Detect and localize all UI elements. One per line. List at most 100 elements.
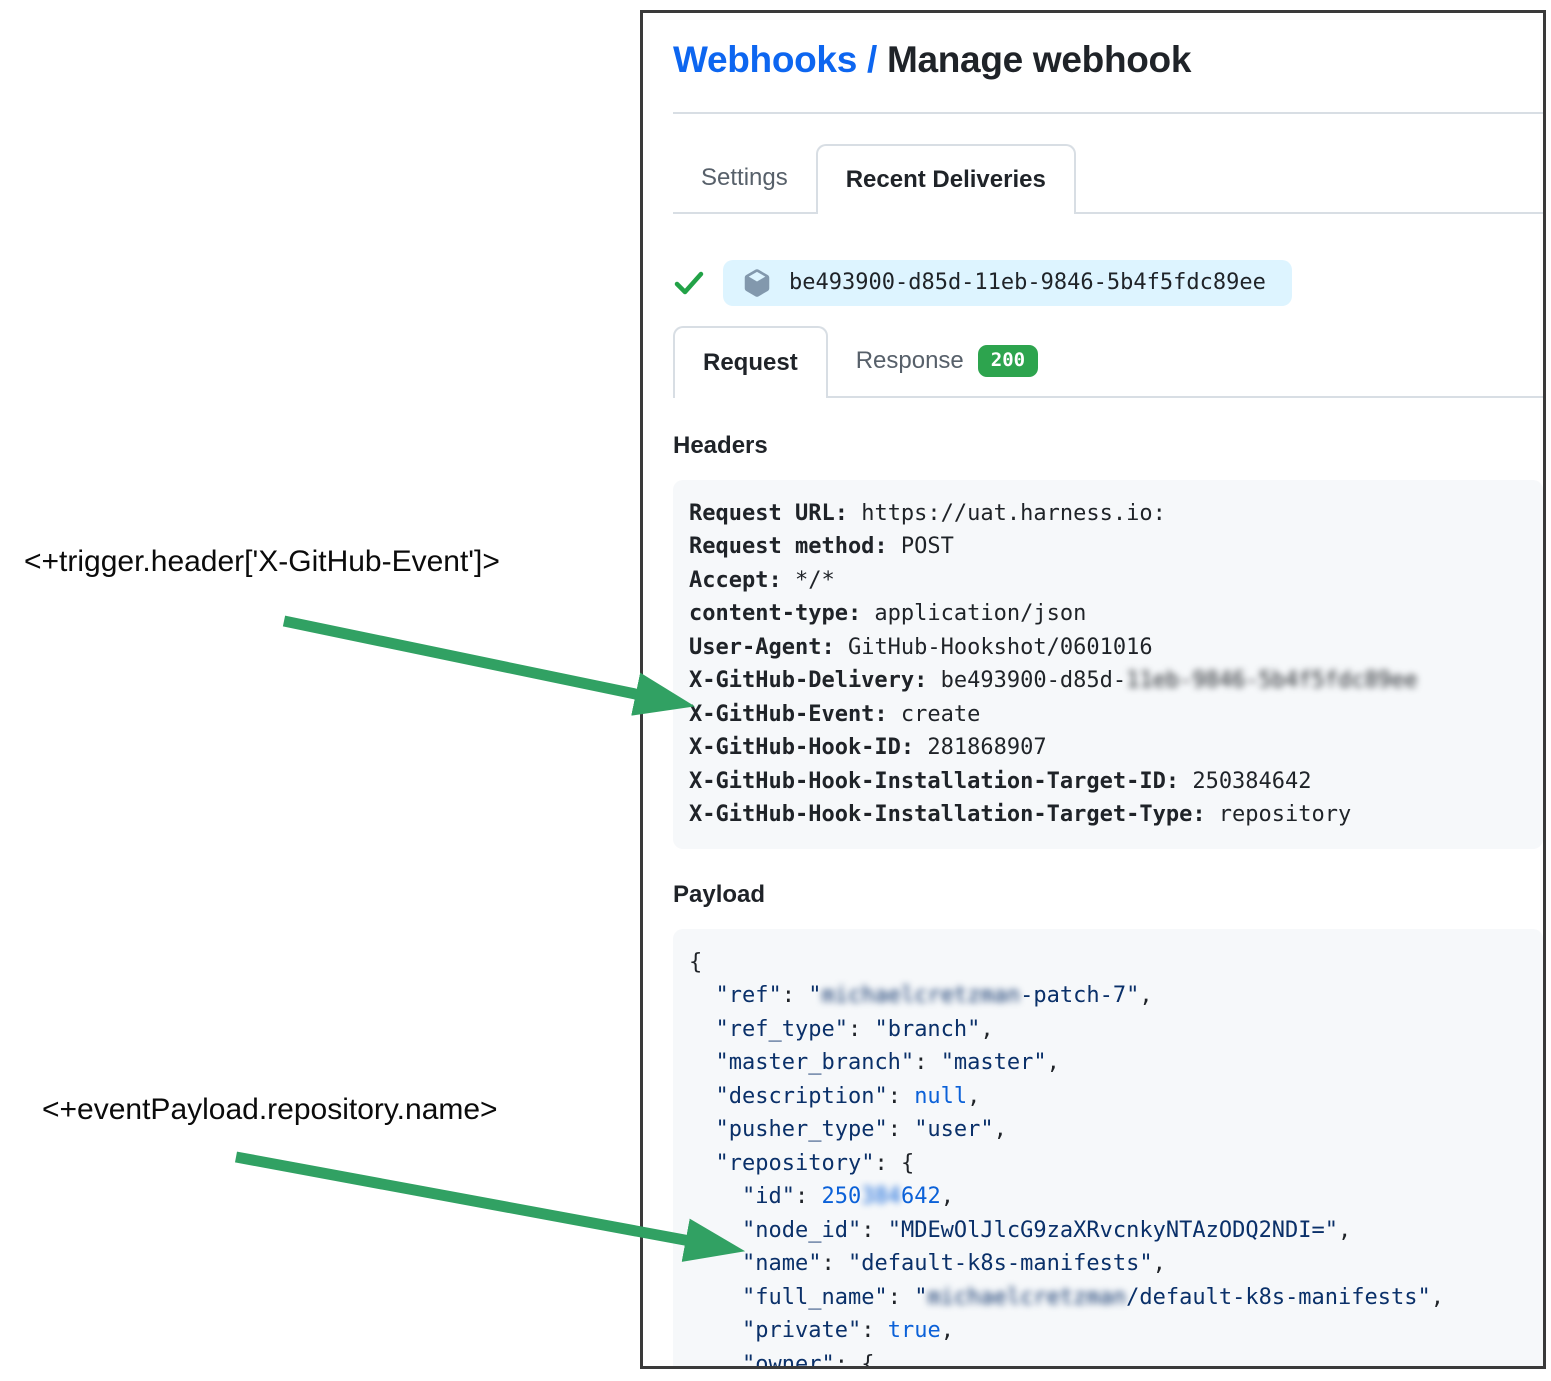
page-title: Webhooks / Manage webhook xyxy=(673,39,1543,82)
tab-recent-deliveries[interactable]: Recent Deliveries xyxy=(815,143,1076,214)
response-status-badge: 200 xyxy=(977,344,1039,377)
code-segment: : xyxy=(887,1284,915,1310)
header-line: content-type: application/json xyxy=(689,597,1543,631)
payload-line: "node_id": "MDEwOlJlcG9zaXRvcnkyNTAzODQ2… xyxy=(689,1214,1543,1248)
webhook-tabs: Settings Recent Deliveries xyxy=(673,143,1543,214)
code-segment: "full_name" xyxy=(741,1284,888,1310)
code-segment: GitHub-Hookshot/0601016 xyxy=(834,634,1153,660)
code-segment: " xyxy=(914,1284,928,1310)
code-segment xyxy=(689,1017,716,1042)
code-segment: be493900-d85d- xyxy=(927,668,1127,694)
code-segment: : { xyxy=(874,1150,915,1176)
code-segment: X-GitHub-Hook-ID: xyxy=(689,735,915,761)
payload-line: "ref_type": "branch", xyxy=(689,1013,1543,1047)
code-segment: , xyxy=(940,1184,954,1210)
code-segment: 250384642 xyxy=(1179,768,1312,794)
code-segment: /default-k8s-manifests" xyxy=(1126,1284,1431,1310)
code-segment: create xyxy=(887,701,981,727)
code-segment: 281868907 xyxy=(914,735,1047,761)
code-segment: "master" xyxy=(940,1050,1047,1076)
code-segment xyxy=(689,1285,742,1310)
code-segment: "repository" xyxy=(715,1150,875,1176)
code-segment: "pusher_type" xyxy=(715,1117,888,1143)
code-segment: -patch-7" xyxy=(1020,983,1140,1009)
code-segment: "ref_type" xyxy=(715,1016,848,1042)
code-segment: X-GitHub-Delivery: xyxy=(689,668,928,694)
code-segment xyxy=(689,1251,742,1276)
payload-expression-annotation: <+eventPayload.repository.name> xyxy=(42,1093,498,1126)
code-segment: content-type: xyxy=(689,601,862,627)
code-segment: "branch" xyxy=(874,1016,981,1042)
code-segment: X-GitHub-Hook-Installation-Target-ID: xyxy=(689,768,1180,794)
code-segment xyxy=(689,1151,716,1176)
success-check-icon xyxy=(674,271,704,294)
breadcrumb-separator: / xyxy=(857,39,887,80)
code-segment: null xyxy=(914,1083,968,1109)
headers-heading: Headers xyxy=(673,431,768,459)
code-segment: "user" xyxy=(914,1117,994,1143)
webhooks-breadcrumb-link[interactable]: Webhooks xyxy=(673,39,857,80)
code-segment: , xyxy=(1338,1217,1352,1243)
header-line: X-GitHub-Delivery: be493900-d85d-11eb-98… xyxy=(689,664,1543,698)
trigger-expression-annotation: <+trigger.header['X-GitHub-Event']> xyxy=(24,545,500,578)
code-segment: "description" xyxy=(715,1083,888,1109)
code-segment: , xyxy=(1046,1050,1060,1076)
headers-code-box: Request URL: https://uat.harness.io:Requ… xyxy=(673,479,1543,849)
code-segment: "node_id" xyxy=(741,1217,862,1243)
code-segment: : xyxy=(821,1251,848,1277)
code-segment: : xyxy=(887,1117,915,1143)
payload-line: "ref": "michaelcretzman-patch-7", xyxy=(689,979,1543,1013)
payload-line: "owner": { xyxy=(689,1348,1543,1369)
header-line: Request URL: https://uat.harness.io: xyxy=(689,497,1543,531)
code-segment: , xyxy=(993,1117,1007,1143)
header-line: X-GitHub-Hook-Installation-Target-ID: 25… xyxy=(689,765,1543,799)
code-segment xyxy=(689,1318,742,1343)
code-segment: */* xyxy=(781,567,835,593)
code-segment: repository xyxy=(1205,802,1352,828)
code-segment: application/json xyxy=(861,601,1087,627)
code-segment: , xyxy=(1139,983,1153,1009)
code-segment: : xyxy=(887,1083,915,1109)
code-segment-redacted: 384 xyxy=(861,1184,901,1210)
delivery-guid: be493900-d85d-11eb-9846-5b4f5fdc89ee xyxy=(789,270,1266,296)
code-segment: , xyxy=(940,1318,954,1344)
webhook-panel: Webhooks / Manage webhook Settings Recen… xyxy=(640,10,1546,1369)
code-segment: : xyxy=(861,1217,888,1243)
code-segment: POST xyxy=(887,534,954,560)
header-line: X-GitHub-Hook-ID: 281868907 xyxy=(689,731,1543,765)
code-segment: { xyxy=(689,949,703,975)
request-response-tabs: Request Response 200 xyxy=(673,325,1543,398)
code-segment-redacted: michaelcretzman xyxy=(927,1284,1127,1310)
code-segment: 642 xyxy=(900,1184,941,1210)
code-segment: "MDEwOlJlcG9zaXRvcnkyNTAzODQ2NDI=" xyxy=(887,1217,1339,1243)
code-segment: : xyxy=(781,983,809,1009)
tab-request[interactable]: Request xyxy=(673,325,828,398)
code-segment: X-GitHub-Hook-Installation-Target-Type: xyxy=(689,802,1206,828)
code-segment: Request URL: xyxy=(689,500,848,526)
code-segment: " xyxy=(808,983,822,1009)
page-title-text: Manage webhook xyxy=(886,39,1192,80)
code-segment: "id" xyxy=(741,1184,795,1210)
header-line: X-GitHub-Hook-Installation-Target-Type: … xyxy=(689,798,1543,832)
code-segment: "ref" xyxy=(715,983,782,1009)
delivery-row: be493900-d85d-11eb-9846-5b4f5fdc89ee xyxy=(673,259,1543,306)
payload-line: "private": true, xyxy=(689,1314,1543,1348)
code-segment: : xyxy=(794,1184,822,1210)
tab-response[interactable]: Response 200 xyxy=(828,326,1066,396)
payload-line: "repository": { xyxy=(689,1147,1543,1181)
payload-line: "full_name": "michaelcretzman/default-k8… xyxy=(689,1281,1543,1315)
tab-settings[interactable]: Settings xyxy=(701,163,788,191)
header-line: Accept: */* xyxy=(689,564,1543,598)
code-segment: Accept: xyxy=(689,567,782,593)
code-segment: X-GitHub-Event: xyxy=(689,701,888,727)
code-segment: https://uat.harness.io: xyxy=(847,500,1166,526)
code-segment: : xyxy=(861,1318,888,1344)
header-line: X-GitHub-Event: create xyxy=(689,698,1543,732)
code-segment: User-Agent: xyxy=(689,634,835,660)
payload-line: "pusher_type": "user", xyxy=(689,1113,1543,1147)
code-segment: : { xyxy=(834,1351,875,1369)
code-segment-redacted: michaelcretzman xyxy=(821,983,1021,1009)
code-segment: , xyxy=(980,1016,994,1042)
code-segment: "default-k8s-manifests" xyxy=(847,1251,1153,1277)
delivery-guid-pill[interactable]: be493900-d85d-11eb-9846-5b4f5fdc89ee xyxy=(723,259,1292,306)
